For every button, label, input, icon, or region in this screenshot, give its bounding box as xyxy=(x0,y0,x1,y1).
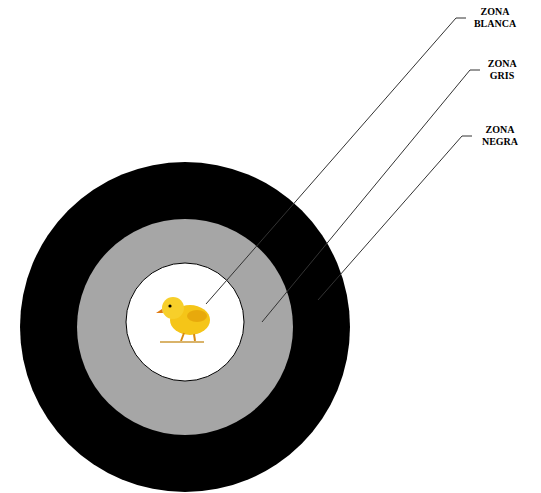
black-zone xyxy=(20,162,350,492)
zone-label: ZONA NEGRA xyxy=(482,124,518,148)
gray-zone xyxy=(77,219,293,435)
leader-line xyxy=(206,18,466,304)
chick-figure xyxy=(156,297,210,342)
zone-label: ZONA GRIS xyxy=(488,58,516,82)
zone-label: ZONA BLANCA xyxy=(474,6,516,30)
leader-line xyxy=(318,136,472,300)
leader-line xyxy=(262,70,480,322)
